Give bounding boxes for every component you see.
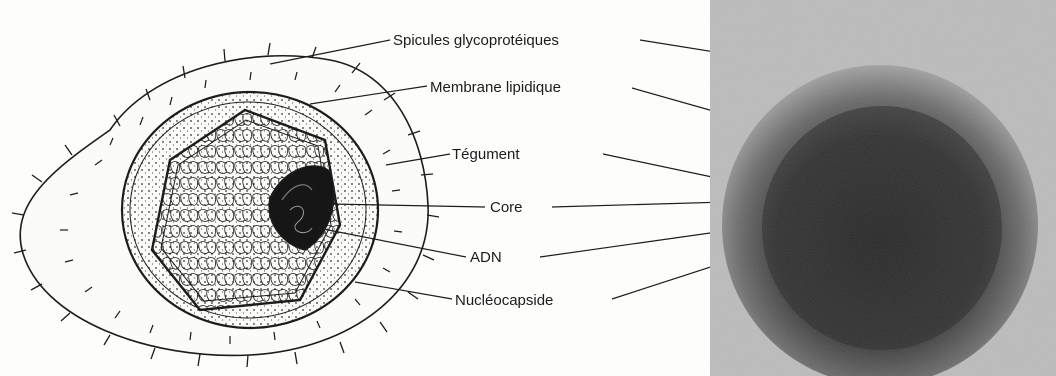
label-core: Core [490,199,523,216]
label-adn: ADN [470,249,502,266]
label-nucleocapside: Nucléocapside [455,292,553,309]
electron-micrograph [710,0,1056,376]
label-tegument: Tégument [452,146,520,163]
label-spicules: Spicules glycoprotéiques [393,32,559,49]
label-membrane: Membrane lipidique [430,79,561,96]
